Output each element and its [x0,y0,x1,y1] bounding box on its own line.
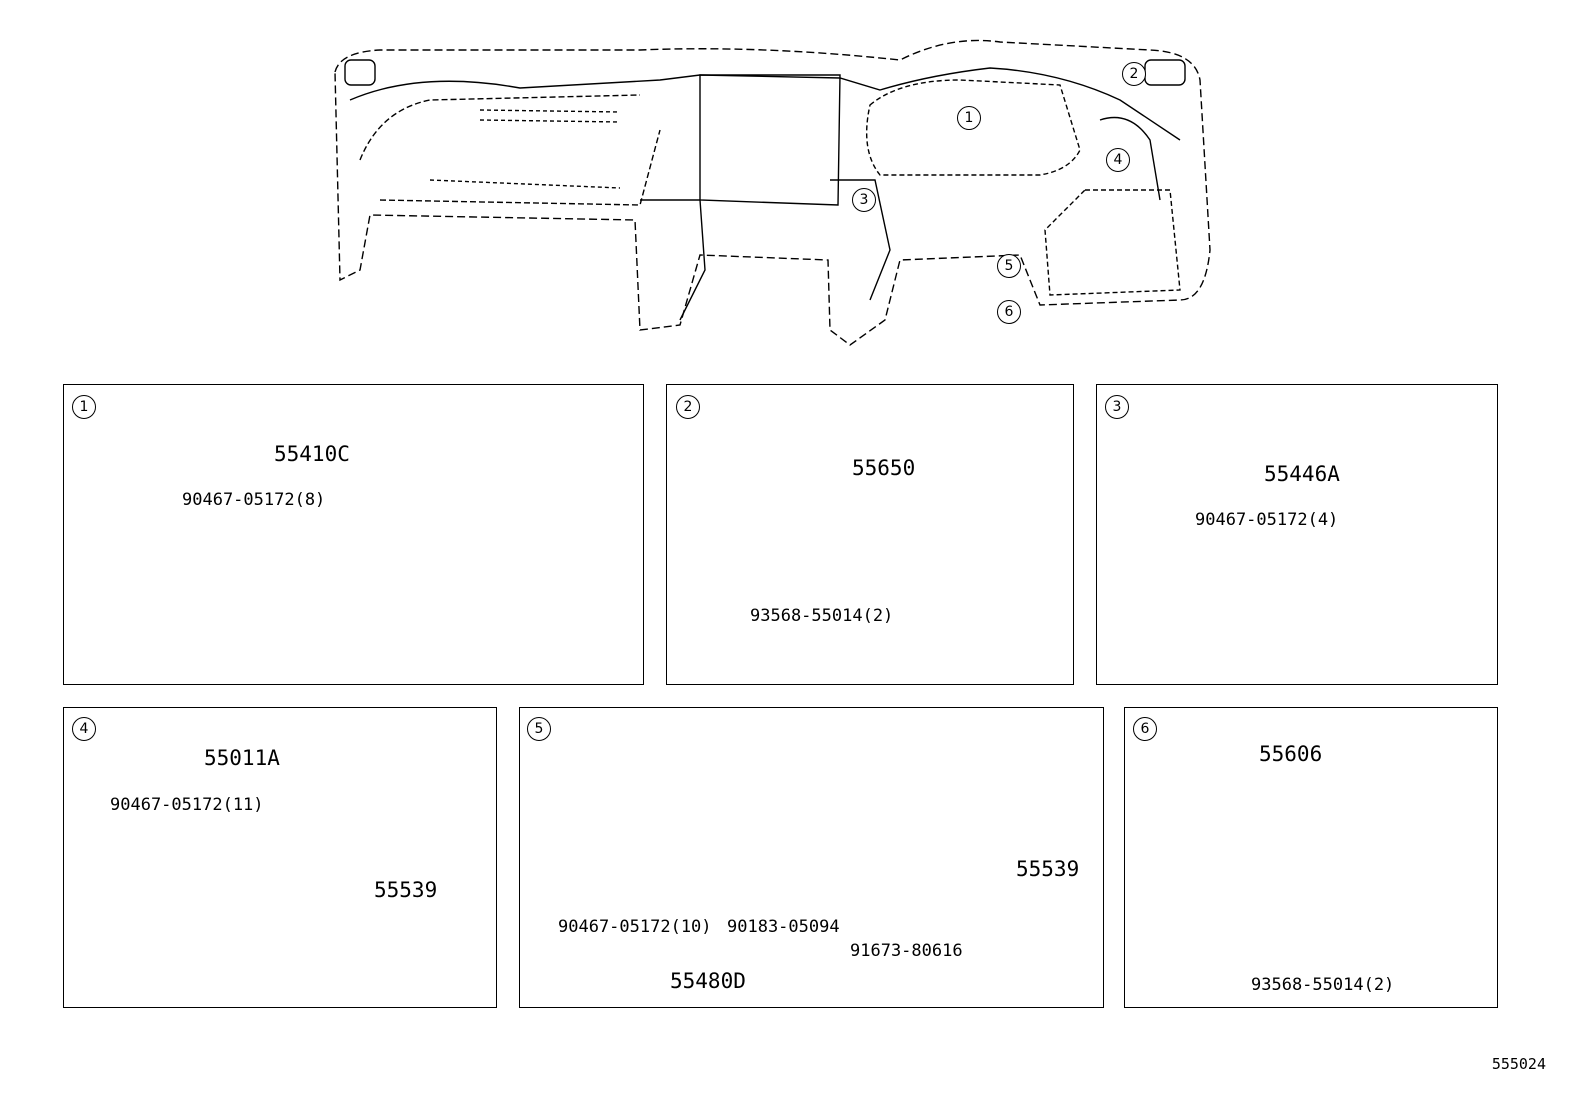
part-label-bolt[interactable]: 91673-80616 [850,941,963,961]
panel-4-number-badge: 4 [72,717,96,741]
part-label-clip[interactable]: 90467-05172(10) [558,917,712,937]
overview-callout-3[interactable]: 3 [852,188,876,212]
panel-3-number-badge: 3 [1105,395,1129,419]
part-label-55480D[interactable]: 55480D [670,969,746,993]
part-label-clip[interactable]: 90467-05172(8) [182,490,326,510]
panel-1 [63,384,644,685]
panel-2-number-badge: 2 [676,395,700,419]
overview-callout-1[interactable]: 1 [957,106,981,130]
diagram-reference-number: 555024 [1491,1055,1546,1073]
panel-1-number-badge: 1 [72,395,96,419]
part-label-55539[interactable]: 55539 [1016,857,1080,881]
part-label-55650[interactable]: 55650 [852,456,916,480]
panel-5 [519,707,1104,1008]
part-label-clip[interactable]: 90467-05172(4) [1195,510,1339,530]
panel-2 [666,384,1074,685]
part-label-screw[interactable]: 93568-55014(2) [1251,975,1395,995]
overview-callout-5[interactable]: 5 [997,254,1021,278]
panel-6-number-badge: 6 [1133,717,1157,741]
panel-3 [1096,384,1498,685]
instrument-panel-overview-drawing [334,39,1211,346]
part-label-clip-2[interactable]: 90183-05094 [727,917,840,937]
overview-callout-2[interactable]: 2 [1122,62,1146,86]
part-label-55539[interactable]: 55539 [374,878,438,902]
part-label-screw[interactable]: 93568-55014(2) [750,606,894,626]
part-label-55446A[interactable]: 55446A [1264,462,1340,486]
overview-callout-6[interactable]: 6 [997,300,1021,324]
panel-6 [1124,707,1498,1008]
panel-4 [63,707,497,1008]
part-label-55606[interactable]: 55606 [1259,742,1323,766]
overview-callout-4[interactable]: 4 [1106,148,1130,172]
part-label-clip[interactable]: 90467-05172(11) [110,795,264,815]
part-label-55011A[interactable]: 55011A [204,746,280,770]
panel-5-number-badge: 5 [527,717,551,741]
part-label-55410C[interactable]: 55410C [274,442,350,466]
